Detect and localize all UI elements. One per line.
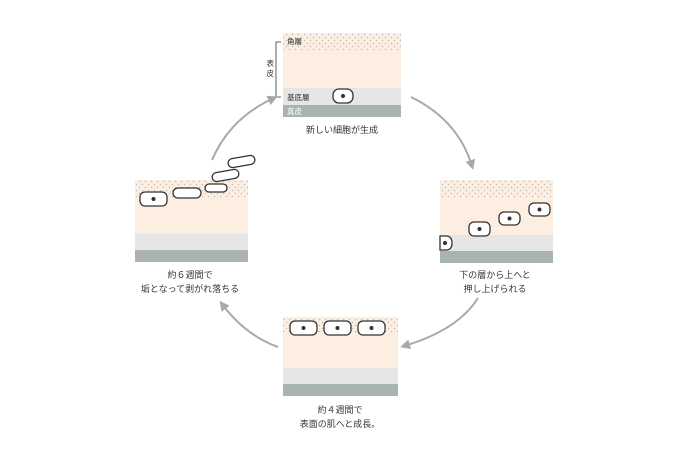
curved-arrow-icon: [410, 96, 476, 170]
flaking-cell: [227, 154, 256, 169]
cycle-arrows: [211, 95, 479, 350]
label-horny-layer: 角層: [287, 36, 302, 46]
label-epidermis-1: 表: [267, 58, 275, 68]
caption-left-2: 垢となって剥がれ落ちる: [141, 283, 239, 295]
cell-icon: [323, 320, 352, 336]
curved-arrow-icon: [219, 300, 279, 348]
cell-icon: [439, 235, 453, 251]
cell-icon: [289, 320, 318, 336]
caption-bottom-2: 表面の肌へと成長。: [300, 418, 381, 430]
panel-left: 約６週間で 垢となって剥がれ落ちる: [135, 154, 256, 295]
flaking-cell: [172, 187, 202, 199]
flaking-cell: [204, 183, 228, 193]
cell-icon: [498, 211, 521, 226]
caption-right-2: 押し上げられる: [463, 283, 526, 295]
epidermis-bracket: [275, 41, 281, 98]
panel-right: 下の層から上へと 押し上げられる: [439, 180, 553, 295]
caption-right-1: 下の層から上へと: [459, 270, 531, 281]
horny-layer: [283, 33, 401, 51]
cell-icon: [468, 221, 491, 237]
caption-bottom-1: 約４週間で: [317, 404, 362, 416]
dermis-layer: [135, 250, 248, 262]
basal-layer: [283, 368, 398, 384]
horny-layer: [440, 180, 553, 198]
cell-icon: [528, 202, 551, 217]
caption-top-1: 新しい細胞が生成: [306, 124, 378, 136]
epidermis-layer: [283, 334, 398, 368]
curved-arrow-icon: [211, 95, 278, 161]
panel-top: 角層 表 皮 基底層 真皮 新しい細胞が生成: [267, 33, 401, 136]
caption-left-1: 約６週間で: [167, 269, 212, 281]
flaking-cell: [211, 168, 240, 183]
cell-icon: [139, 191, 168, 207]
cell-icon: [332, 88, 354, 104]
dermis-layer: [283, 384, 398, 396]
dermis-layer: [283, 105, 401, 117]
label-dermis: 真皮: [287, 106, 302, 116]
curved-arrow-icon: [400, 297, 479, 350]
label-epidermis-2: 皮: [267, 68, 275, 78]
cell-icon: [357, 320, 386, 336]
basal-layer: [135, 234, 248, 250]
dermis-layer: [440, 251, 553, 263]
epidermis-layer: [283, 51, 401, 88]
basal-layer: [440, 235, 553, 251]
panel-bottom: 約４週間で 表面の肌へと成長。: [283, 317, 398, 430]
label-basal-layer: 基底層: [287, 92, 310, 102]
